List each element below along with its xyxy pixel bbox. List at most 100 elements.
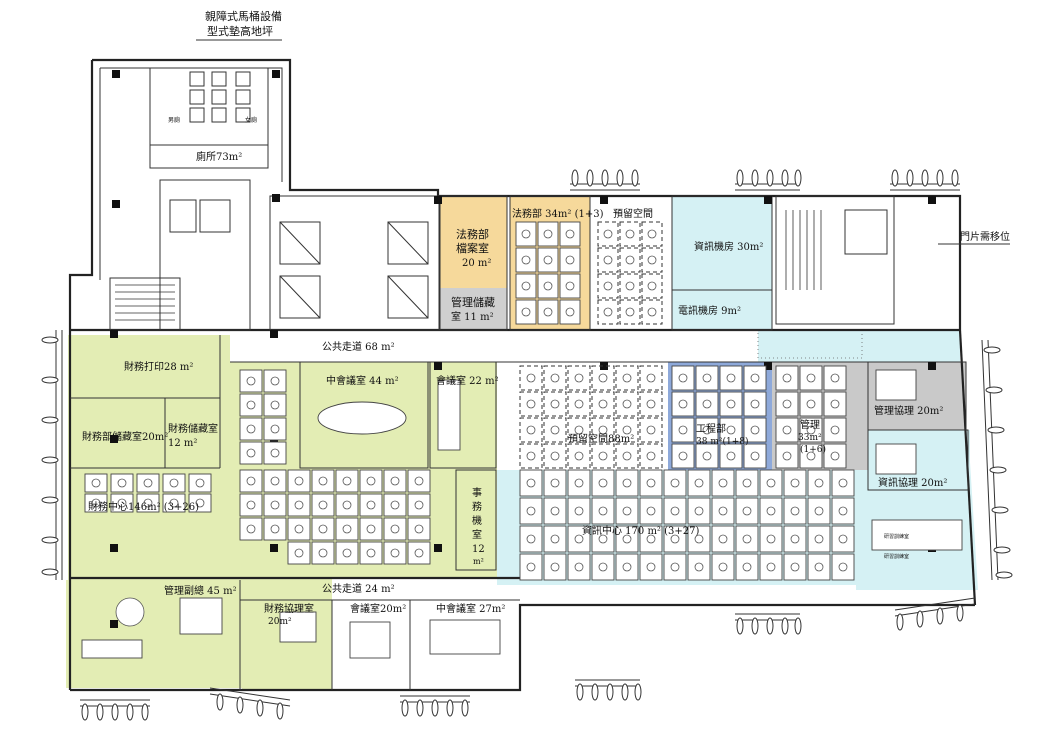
workstation-chair bbox=[390, 476, 400, 486]
workstation-chair bbox=[790, 506, 800, 516]
workstation-desk bbox=[543, 365, 567, 391]
balcony-north-a bbox=[570, 169, 640, 191]
label-legal-archive-2: 檔案室 bbox=[456, 241, 489, 255]
workstation-chair bbox=[414, 500, 424, 510]
workstation-desk bbox=[639, 417, 663, 443]
workstation-chair bbox=[342, 500, 352, 510]
workstation-chair bbox=[838, 478, 848, 488]
workstation-chair bbox=[195, 498, 205, 508]
label-office-machine-5: 12 bbox=[472, 544, 485, 555]
workstation-chair bbox=[678, 373, 688, 383]
workstation-chair bbox=[806, 451, 816, 461]
workstation-chair bbox=[565, 281, 575, 291]
workstation-chair bbox=[806, 399, 816, 409]
label-finance-center: 財務中心146m² (3+26) bbox=[88, 500, 199, 513]
workstation-chair bbox=[598, 478, 608, 488]
workstation-chair bbox=[270, 400, 280, 410]
label-wc-m: 男廁 bbox=[168, 116, 180, 124]
workstation-chair bbox=[521, 307, 531, 317]
workstation-chair bbox=[414, 476, 424, 486]
workstation-chair bbox=[246, 500, 256, 510]
workstation-chair bbox=[565, 255, 575, 265]
workstation-chair bbox=[342, 524, 352, 534]
workstation-chair bbox=[526, 534, 536, 544]
workstation-desk bbox=[543, 417, 567, 443]
workstation-chair bbox=[670, 478, 680, 488]
workstation-desk bbox=[641, 221, 663, 247]
label-office-machine-3: 機 bbox=[472, 514, 482, 527]
workstation-chair bbox=[294, 500, 304, 510]
labels: 親障式馬桶設備 型式墊高地坪 廁所73m² 男廁 女廁 法務部 檔案室 20 m… bbox=[82, 9, 1010, 627]
workstation-desk bbox=[639, 443, 663, 469]
workstation-chair bbox=[806, 373, 816, 383]
label-restroom: 廁所73m² bbox=[196, 150, 242, 163]
workstation-chair bbox=[390, 548, 400, 558]
label-engineering-area: 38 m²(1+8) bbox=[696, 436, 748, 447]
workstation-chair bbox=[366, 500, 376, 510]
workstation-desk bbox=[591, 417, 615, 443]
workstation-chair bbox=[726, 373, 736, 383]
workstation-chair bbox=[694, 478, 704, 488]
workstation-chair bbox=[270, 448, 280, 458]
label-finance-store2-2: 12 m² bbox=[168, 438, 197, 449]
label-storage-1: 管理儲藏 bbox=[451, 295, 495, 309]
workstation-chair bbox=[726, 425, 736, 435]
workstation-chair bbox=[646, 562, 656, 572]
workstation-chair bbox=[117, 498, 127, 508]
label-corridor-top: 公共走道 68 m² bbox=[322, 340, 395, 353]
outer-wall-west bbox=[68, 60, 94, 690]
workstation-desk bbox=[619, 221, 641, 247]
workstation-grid bbox=[84, 221, 855, 581]
workstation-chair bbox=[766, 478, 776, 488]
workstation-chair bbox=[622, 451, 632, 461]
workstation-chair bbox=[622, 534, 632, 544]
workstation-chair bbox=[718, 478, 728, 488]
workstation-chair bbox=[766, 562, 776, 572]
workstation-chair bbox=[366, 548, 376, 558]
workstation-chair bbox=[830, 373, 840, 383]
balcony-north-c bbox=[890, 169, 960, 191]
workstation-chair bbox=[543, 307, 553, 317]
workstation-chair bbox=[838, 534, 848, 544]
workstation-desk bbox=[519, 391, 543, 417]
workstation-chair bbox=[543, 255, 553, 265]
workstation-chair bbox=[270, 424, 280, 434]
workstation-chair bbox=[565, 229, 575, 239]
balcony-south-f bbox=[894, 597, 976, 631]
workstation-desk bbox=[619, 247, 641, 273]
workstation-chair bbox=[678, 425, 688, 435]
stair-hatching bbox=[115, 210, 822, 321]
workstation-chair bbox=[342, 548, 352, 558]
workstation-chair bbox=[598, 562, 608, 572]
workstation-chair bbox=[830, 399, 840, 409]
inner-wall-west-tower bbox=[100, 67, 283, 182]
workstation-desk bbox=[597, 273, 619, 299]
workstation-desk bbox=[597, 299, 619, 325]
workstation-chair bbox=[646, 506, 656, 516]
workstation-chair bbox=[838, 562, 848, 572]
workstation-chair bbox=[91, 498, 101, 508]
workstation-chair bbox=[814, 478, 824, 488]
meeting-furniture bbox=[81, 369, 963, 659]
label-meeting-22: 會議室 22 m² bbox=[436, 374, 499, 387]
outer-wall-west-tower bbox=[92, 58, 962, 330]
label-corridor-bottom: 公共走道 24 m² bbox=[322, 582, 395, 595]
workstation-chair bbox=[550, 425, 560, 435]
workstation-desk bbox=[641, 273, 663, 299]
label-tiny-a: 研習訓練室 bbox=[884, 533, 909, 540]
workstation-desk bbox=[615, 365, 639, 391]
workstation-chair bbox=[574, 562, 584, 572]
workstation-desk bbox=[543, 443, 567, 469]
workstation-chair bbox=[782, 451, 792, 461]
workstation-chair bbox=[246, 476, 256, 486]
workstation-chair bbox=[718, 562, 728, 572]
workstation-chair bbox=[670, 506, 680, 516]
workstation-chair bbox=[814, 534, 824, 544]
workstation-chair bbox=[646, 425, 656, 435]
workstation-chair bbox=[750, 425, 760, 435]
label-legal-archive-1: 法務部 bbox=[456, 227, 489, 241]
workstation-chair bbox=[574, 451, 584, 461]
workstation-chair bbox=[726, 451, 736, 461]
room-it-assistant bbox=[867, 429, 969, 491]
workstation-chair bbox=[390, 524, 400, 534]
